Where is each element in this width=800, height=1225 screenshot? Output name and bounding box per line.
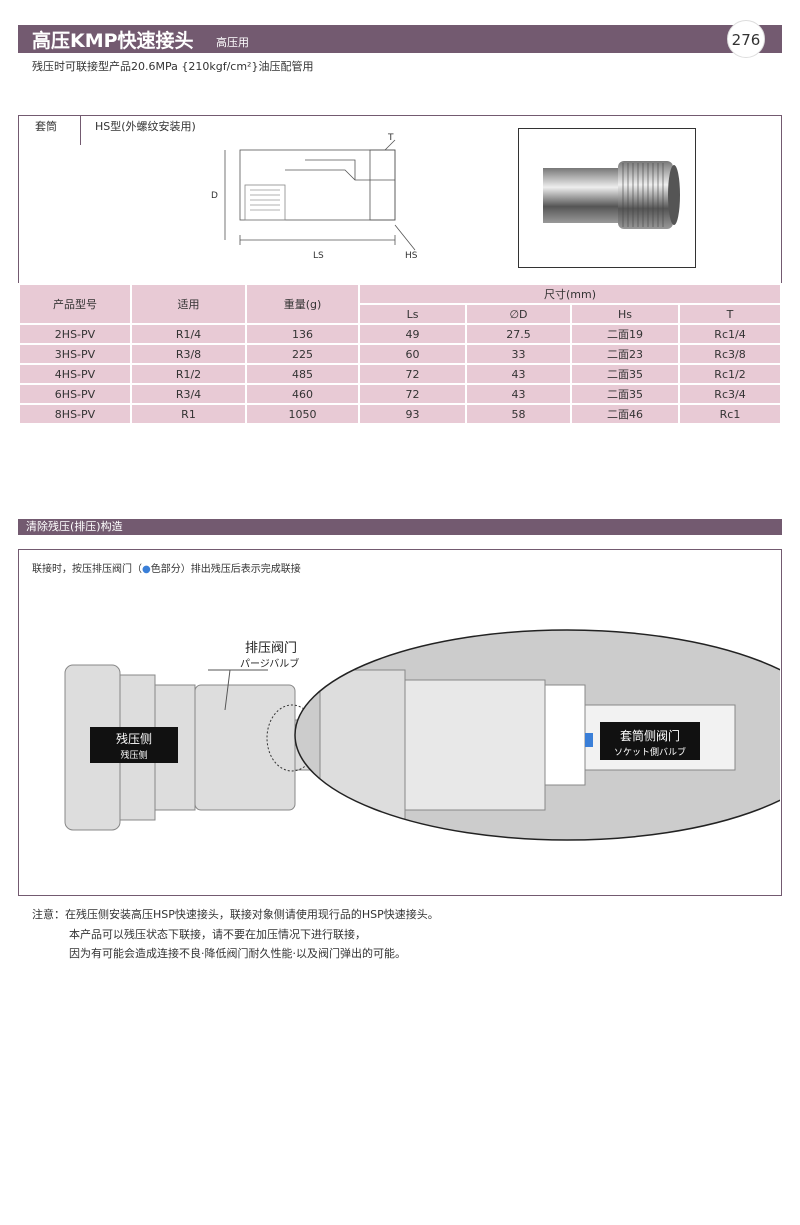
table-cell: 72 [358,383,467,405]
page-title: 高压KMP快速接头 [32,30,194,52]
title-bar: 高压KMP快速接头 高压用 [18,25,782,53]
section-title: 清除残压(排压)构造 [18,519,782,535]
table-cell: 43 [465,383,572,405]
type-label: HS型(外螺纹安装用) [95,120,196,133]
category-label: 套筒 [35,120,57,133]
table-cell: 二面35 [570,363,680,385]
right-label-jp: ソケット側バルブ [614,746,686,758]
table-cell: Rc1/4 [678,323,782,345]
col-ls: Ls [358,303,467,325]
note-line-2: 本产品可以残压状态下联接，请不要在加压情况下进行联接， [69,928,366,941]
product-box [18,115,782,285]
col-dims: 尺寸(mm) [358,283,782,305]
table-cell: Rc1 [678,403,782,425]
table-cell: 二面46 [570,403,680,425]
table-cell: 二面35 [570,383,680,405]
col-fit: 适用 [130,283,247,325]
valve-label-jp: パージバルブ [240,657,299,670]
table-cell: R3/4 [130,383,247,405]
page-number: 276 [727,20,765,58]
right-label: 套筒侧阀门 [620,728,680,743]
label-hs: HS [405,251,418,261]
table-cell: 43 [465,363,572,385]
table-cell: 33 [465,343,572,365]
table-cell: 二面19 [570,323,680,345]
purge-illustration: 排压阀门 パージバルブ 残压侧 残压侧 套筒侧阀门 ソケット側バルブ [64,629,780,841]
table-cell: 二面23 [570,343,680,365]
table-cell: 4HS-PV [18,363,132,385]
col-hs: Hs [570,303,680,325]
table-cell: R1/2 [130,363,247,385]
table-cell: R1/4 [130,323,247,345]
table-cell: 225 [245,343,360,365]
col-d: ∅D [465,303,572,325]
table-cell: Rc1/2 [678,363,782,385]
label-ls: LS [313,251,324,261]
table-cell: 49 [358,323,467,345]
purge-box [18,549,782,896]
table-cell: 485 [245,363,360,385]
technical-drawing: T D LS HS [211,133,418,261]
table-cell: 58 [465,403,572,425]
note-line-1: 注意：在残压侧安装高压HSP快速接头，联接对象侧请使用现行品的HSP快速接头。 [32,908,439,921]
table-cell: 27.5 [465,323,572,345]
product-photo [518,128,696,268]
label-t: T [387,133,394,143]
page-subtitle: 高压用 [216,36,249,49]
label-d: D [211,191,218,201]
table-cell: 93 [358,403,467,425]
table-cell: 460 [245,383,360,405]
description: 残压时可联接型产品20.6MPa {210kgf/cm²}油压配管用 [32,60,314,73]
table-cell: 60 [358,343,467,365]
note-line-3: 因为有可能会造成连接不良·降低阀门耐久性能·以及阀门弹出的可能。 [69,947,406,960]
table-cell: 2HS-PV [18,323,132,345]
blue-dot-icon: ● [142,564,151,575]
table-cell: 3HS-PV [18,343,132,365]
table-cell: R3/8 [130,343,247,365]
divider [80,115,81,145]
caption-text-2: 色部分）排出残压后表示完成联接 [150,564,301,575]
purge-caption: 联接时，按压排压阀门（●色部分）排出残压后表示完成联接 [32,560,301,575]
table-cell: 72 [358,363,467,385]
valve-label: 排压阀门 [245,641,297,656]
table-cell: 1050 [245,403,360,425]
table-cell: 136 [245,323,360,345]
col-weight: 重量(g) [245,283,360,325]
table-cell: R1 [130,403,247,425]
left-label: 残压侧 [116,732,152,746]
table-cell: Rc3/4 [678,383,782,405]
table-cell: Rc3/8 [678,343,782,365]
col-t: T [678,303,782,325]
table-cell: 8HS-PV [18,403,132,425]
left-label-sub: 残压侧 [120,749,147,761]
caption-text: 联接时，按压排压阀门（ [32,564,142,575]
table-cell: 6HS-PV [18,383,132,405]
col-model: 产品型号 [18,283,132,325]
